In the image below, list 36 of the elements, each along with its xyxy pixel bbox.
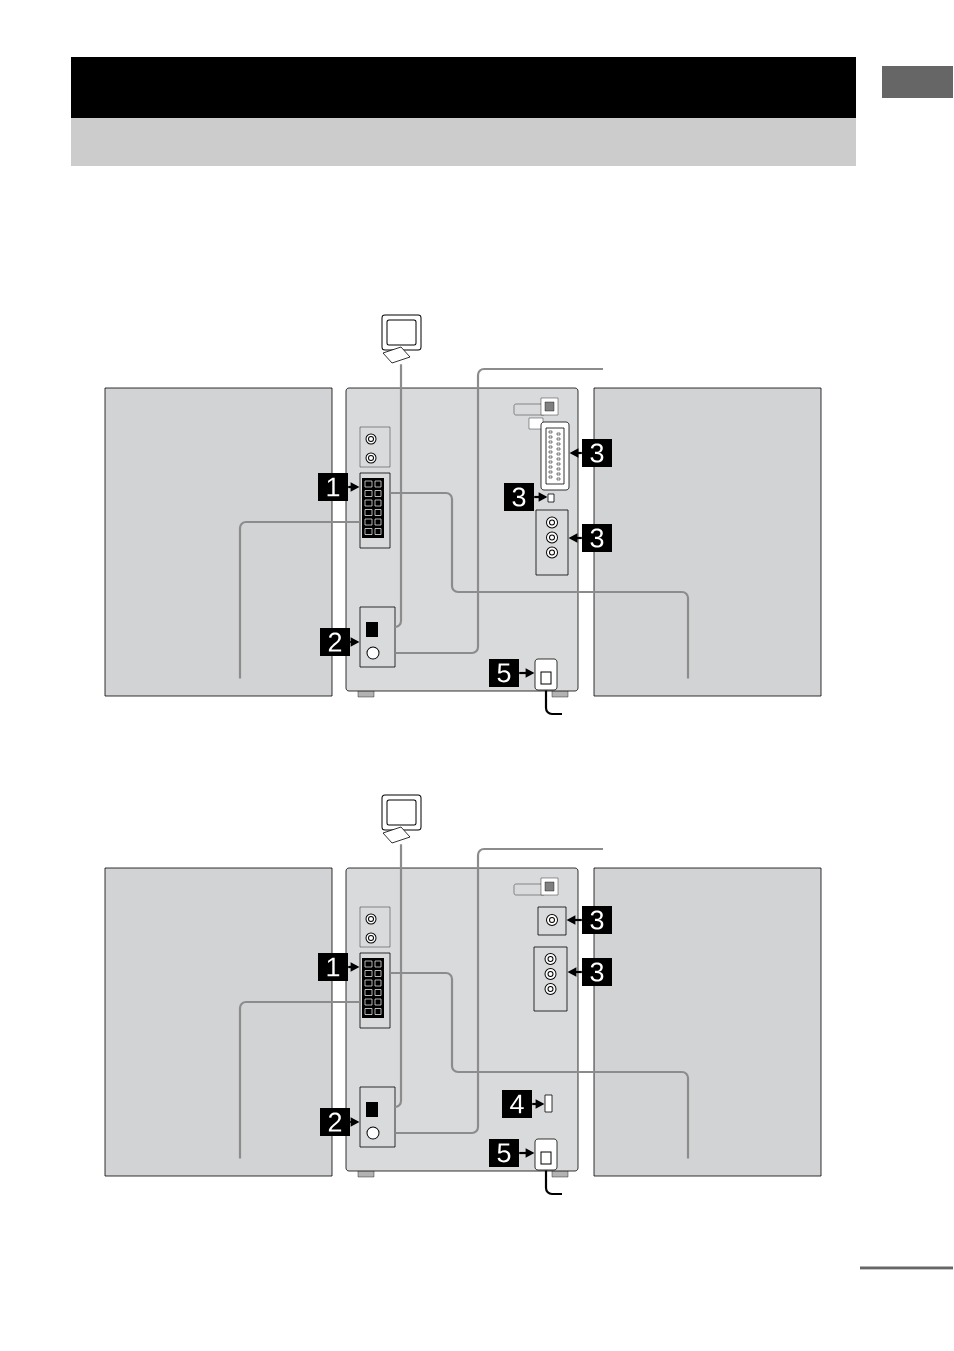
power-socket [534,1138,558,1171]
loop-antenna [381,794,422,844]
cable [238,520,360,679]
jack-panel [537,906,567,936]
cable [390,971,690,1159]
callout-number: 3 [582,524,612,552]
jack-panel [535,509,569,576]
antenna-terminal [359,606,396,668]
scart-connector [528,417,570,491]
callout-number: 3 [582,958,612,986]
callout-number: 5 [489,659,519,687]
callout-number: 3 [582,439,612,467]
loop-antenna [381,314,422,364]
callout-number: 4 [502,1090,532,1118]
power-socket [534,658,558,691]
cable [393,844,403,1109]
callout-number: 3 [582,906,612,934]
cable [238,1000,360,1159]
callout-number: 2 [320,1108,350,1136]
slide-switch [544,1094,553,1113]
power-cord [544,690,562,716]
jack-panel [533,946,568,1012]
speaker-terminal [359,472,391,549]
callout-number: 5 [489,1139,519,1167]
slide-switch [547,493,555,503]
callout-number: 2 [320,628,350,656]
cable [395,367,603,655]
callout-number: 3 [504,483,534,511]
cable [390,491,690,679]
cable [395,847,603,1135]
cable [393,364,403,629]
speaker-terminal [359,952,391,1029]
power-cord [544,1170,562,1196]
callout-number: 1 [318,473,348,501]
callout-number: 1 [318,953,348,981]
antenna-terminal [359,1086,396,1148]
